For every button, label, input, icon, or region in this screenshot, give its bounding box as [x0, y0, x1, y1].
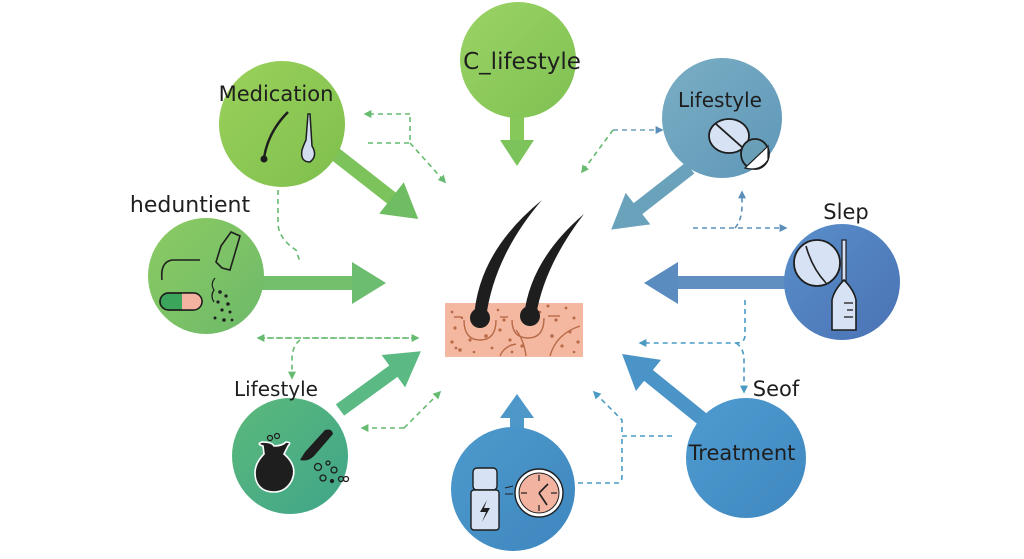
bubbles-icon [313, 460, 350, 484]
arrow-c-lifestyle [500, 112, 534, 166]
node-nutrient[interactable]: heduntient [130, 193, 264, 334]
node-sublabel: Seof [753, 377, 800, 401]
thick-arrows [262, 112, 792, 440]
node-label: C_lifestyle [463, 49, 581, 75]
hair-follicle-center [445, 200, 584, 357]
flask-icon [254, 432, 295, 493]
node-label: Medication [219, 82, 334, 106]
node-treatment[interactable]: Treatment Seof [686, 377, 806, 518]
lightning-icon [480, 500, 490, 522]
arrow-nutrient [262, 262, 386, 304]
dashed-connector [288, 339, 301, 380]
dashed-connector [735, 342, 748, 394]
node-label: heduntient [130, 193, 251, 218]
node-c-lifestyle[interactable]: C_lifestyle [460, 2, 581, 118]
node-label: Treatment [688, 441, 796, 465]
bottle-icon [470, 467, 500, 531]
node-medication[interactable]: Medication [219, 61, 345, 187]
arrow-medication [325, 144, 419, 219]
dashed-connector [581, 129, 614, 174]
dashed-connector [409, 142, 447, 184]
clock-icon [504, 468, 564, 518]
arrow-lifestyle-top-right [611, 162, 695, 230]
dashed-connector [592, 390, 672, 437]
node-label: Lifestyle [678, 88, 762, 112]
dashed-connector [403, 390, 442, 429]
arrow-sleep [644, 262, 792, 304]
dashed-connector [578, 436, 623, 484]
hair-bulb [470, 308, 490, 328]
hair-strand [474, 200, 542, 318]
node-label: Slep [823, 200, 868, 224]
pill-and-bottle-icon [793, 239, 857, 331]
dashed-connector [368, 114, 411, 144]
dashed-connector [734, 190, 746, 229]
droplet-icon [300, 113, 316, 163]
capsule-powder-icon [159, 231, 241, 322]
node-lifestyle-top-right[interactable]: Lifestyle [662, 58, 782, 178]
dashed-connector [277, 190, 301, 263]
node-bottom-center[interactable] [451, 427, 575, 551]
hair-strand [524, 214, 584, 316]
pipette-icon [300, 429, 333, 461]
arrow-treatment [622, 354, 711, 428]
dashed-connectors [256, 110, 788, 484]
node-label: Lifestyle [234, 377, 318, 401]
pills-icon [708, 118, 770, 170]
arrow-lifestyle-bottom-left [335, 351, 421, 416]
node-lifestyle-bottom-left[interactable]: Lifestyle [232, 377, 350, 514]
hair-bulb [520, 306, 540, 326]
dashed-connector [638, 300, 746, 347]
hair-strand-icon [260, 111, 289, 163]
node-sleep[interactable]: Slep [784, 200, 900, 340]
